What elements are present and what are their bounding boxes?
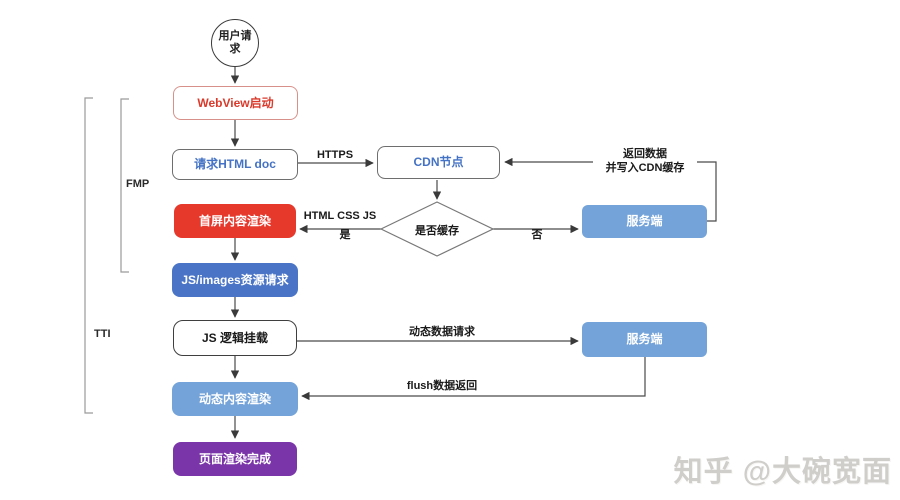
edge-label-return-data-line1: 返回数据 <box>623 148 667 160</box>
fmp-bracket <box>120 98 129 273</box>
edge-label-dynamic-data-request: 动态数据请求 <box>409 326 475 338</box>
cache-decision-diamond <box>379 201 495 257</box>
arrow-server2-flush-to-dynrender <box>301 357 646 401</box>
node-server-bottom: 服务端 <box>582 322 707 357</box>
edge-label-flush-return: flush数据返回 <box>406 380 478 392</box>
phase-label-tti: TTI <box>94 328 111 340</box>
node-request-html-doc: 请求HTML doc <box>172 149 298 180</box>
phase-label-fmp: FMP <box>126 178 150 190</box>
node-page-render-complete: 页面渲染完成 <box>173 442 297 476</box>
zhihu-watermark: 知乎 @大碗宽面 <box>673 456 892 488</box>
edge-label-no: 否 <box>531 229 543 241</box>
edge-label-return-data-line2: 并写入CDN缓存 <box>605 162 685 175</box>
node-server-top: 服务端 <box>582 205 707 238</box>
edge-label-html-css-js: HTML CSS JS <box>303 210 377 222</box>
node-user-request-label: 用户请求 <box>218 29 252 55</box>
node-first-screen-render: 首屏内容渲染 <box>174 204 296 238</box>
edge-label-return-data: 返回数据 并写入CDN缓存 <box>593 146 697 177</box>
node-cdn: CDN节点 <box>377 146 500 179</box>
node-user-request: 用户请求 <box>211 19 259 67</box>
node-cache-decision-label: 是否缓存 <box>415 225 459 237</box>
edge-label-https: HTTPS <box>316 149 354 161</box>
node-js-logic-mount: JS 逻辑挂载 <box>173 320 297 356</box>
node-webview-start: WebView启动 <box>173 86 298 120</box>
tti-bracket <box>84 97 93 414</box>
node-dynamic-render: 动态内容渲染 <box>172 382 298 416</box>
node-js-images-request: JS/images资源请求 <box>172 263 298 297</box>
edge-label-yes: 是 <box>339 229 351 241</box>
